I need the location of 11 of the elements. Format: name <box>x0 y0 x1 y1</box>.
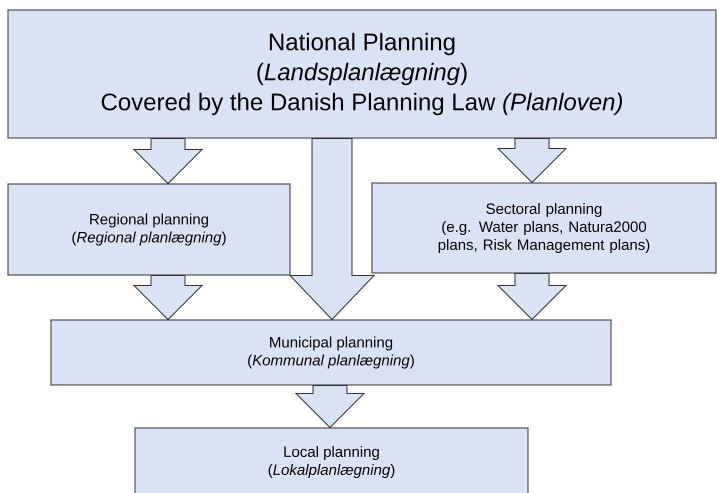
planning-box: Local planning (Lokalplanlægning) <box>134 428 528 493</box>
block-arrow <box>496 138 568 184</box>
block-arrow <box>132 138 204 184</box>
planning-box: Municipal planning (Kommunal planlægning) <box>50 320 612 386</box>
block-arrow <box>132 275 204 320</box>
block-arrow <box>288 138 376 320</box>
heading-box: National Planning (Landsplanlægning) Covered by the Danish Planning Law (Planloven) <box>8 10 716 138</box>
planning-box: Regional planning (Regional planlægning) <box>8 184 290 276</box>
planning-box: Sectoral planning (e.g. Water plans, Natura2000 plans, Risk Management plans) <box>372 182 716 274</box>
block-arrow <box>294 385 366 428</box>
block-arrow <box>496 273 568 320</box>
